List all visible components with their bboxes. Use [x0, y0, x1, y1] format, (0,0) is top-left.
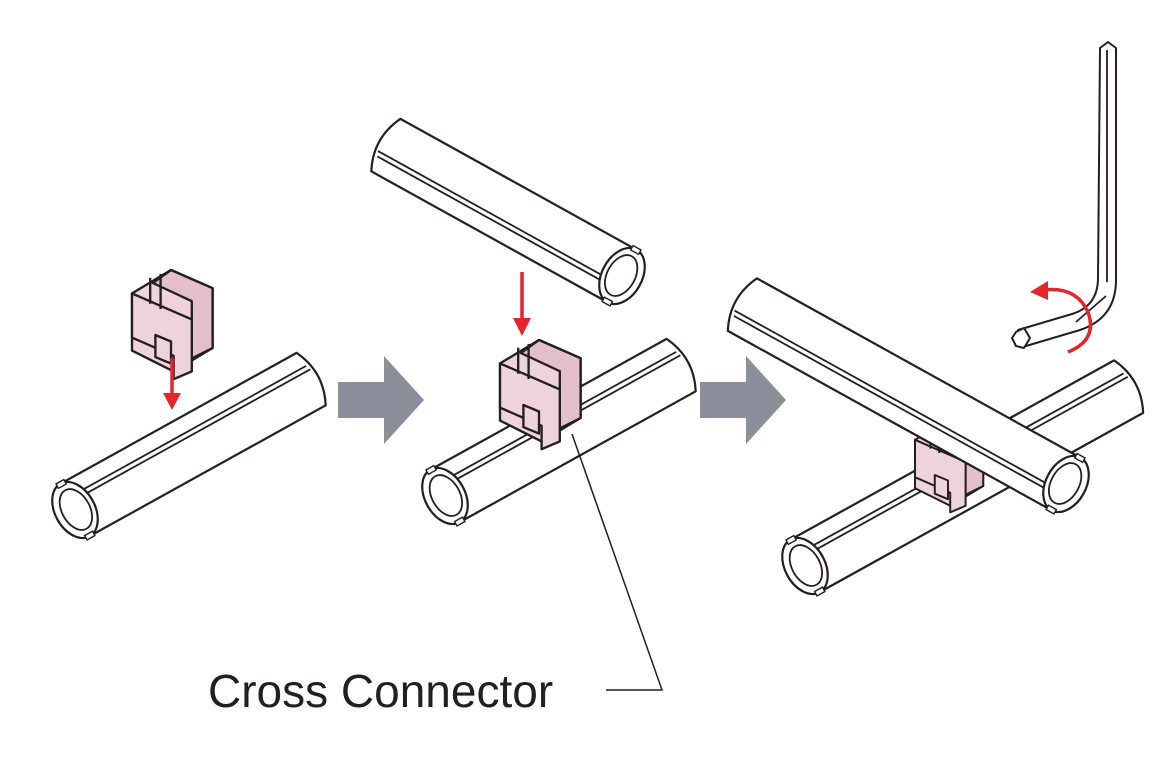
callout-label: Cross Connector	[208, 665, 553, 717]
cross-connector-callout: Cross Connector	[208, 433, 664, 717]
next-step-arrow-icon	[338, 356, 424, 444]
rotate-arrow-icon	[1030, 281, 1093, 354]
down-arrow-icon	[163, 358, 181, 410]
step-2	[362, 112, 705, 535]
hex-key-icon	[1011, 41, 1117, 349]
next-step-arrow-icon	[700, 356, 786, 444]
down-arrow-icon	[513, 272, 531, 336]
pipe-icon	[362, 112, 657, 315]
step-1	[40, 268, 335, 549]
step-3	[719, 41, 1152, 605]
pipe-icon	[40, 346, 335, 549]
